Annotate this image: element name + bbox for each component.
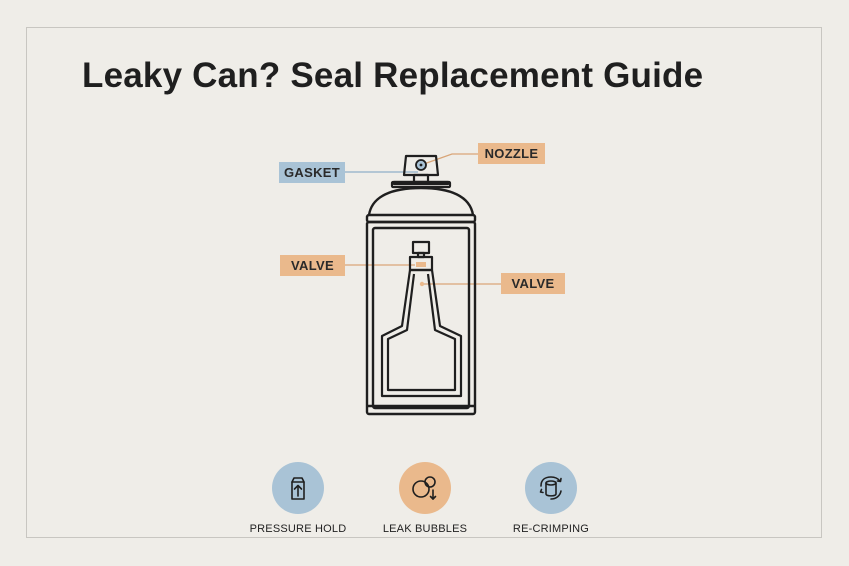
valve-assembly xyxy=(380,240,463,398)
valve-label-left: VALVE xyxy=(280,255,345,276)
re-crimping-label: RE-CRIMPING xyxy=(512,523,590,535)
nozzle-leader xyxy=(420,153,478,166)
re-crimping-icon xyxy=(525,462,577,514)
valve-label-right: VALVE xyxy=(501,273,565,294)
diagram-frame xyxy=(26,27,822,538)
leader-lines xyxy=(345,153,501,285)
leak-bubbles-item: LEAK BUBBLES xyxy=(375,462,475,535)
pressure-hold-label: PRESSURE HOLD xyxy=(249,523,347,535)
can-body xyxy=(365,186,477,416)
nozzle-label: NOZZLE xyxy=(478,143,545,164)
page-title: Leaky Can? Seal Replacement Guide xyxy=(82,56,704,95)
leak-bubbles-label: LEAK BUBBLES xyxy=(382,523,468,535)
leak-bubbles-icon xyxy=(399,462,451,514)
re-crimping-item: RE-CRIMPING xyxy=(501,462,601,535)
pressure-hold-icon xyxy=(272,462,324,514)
gasket-label: GASKET xyxy=(279,162,345,183)
pressure-hold-item: PRESSURE HOLD xyxy=(248,462,348,535)
